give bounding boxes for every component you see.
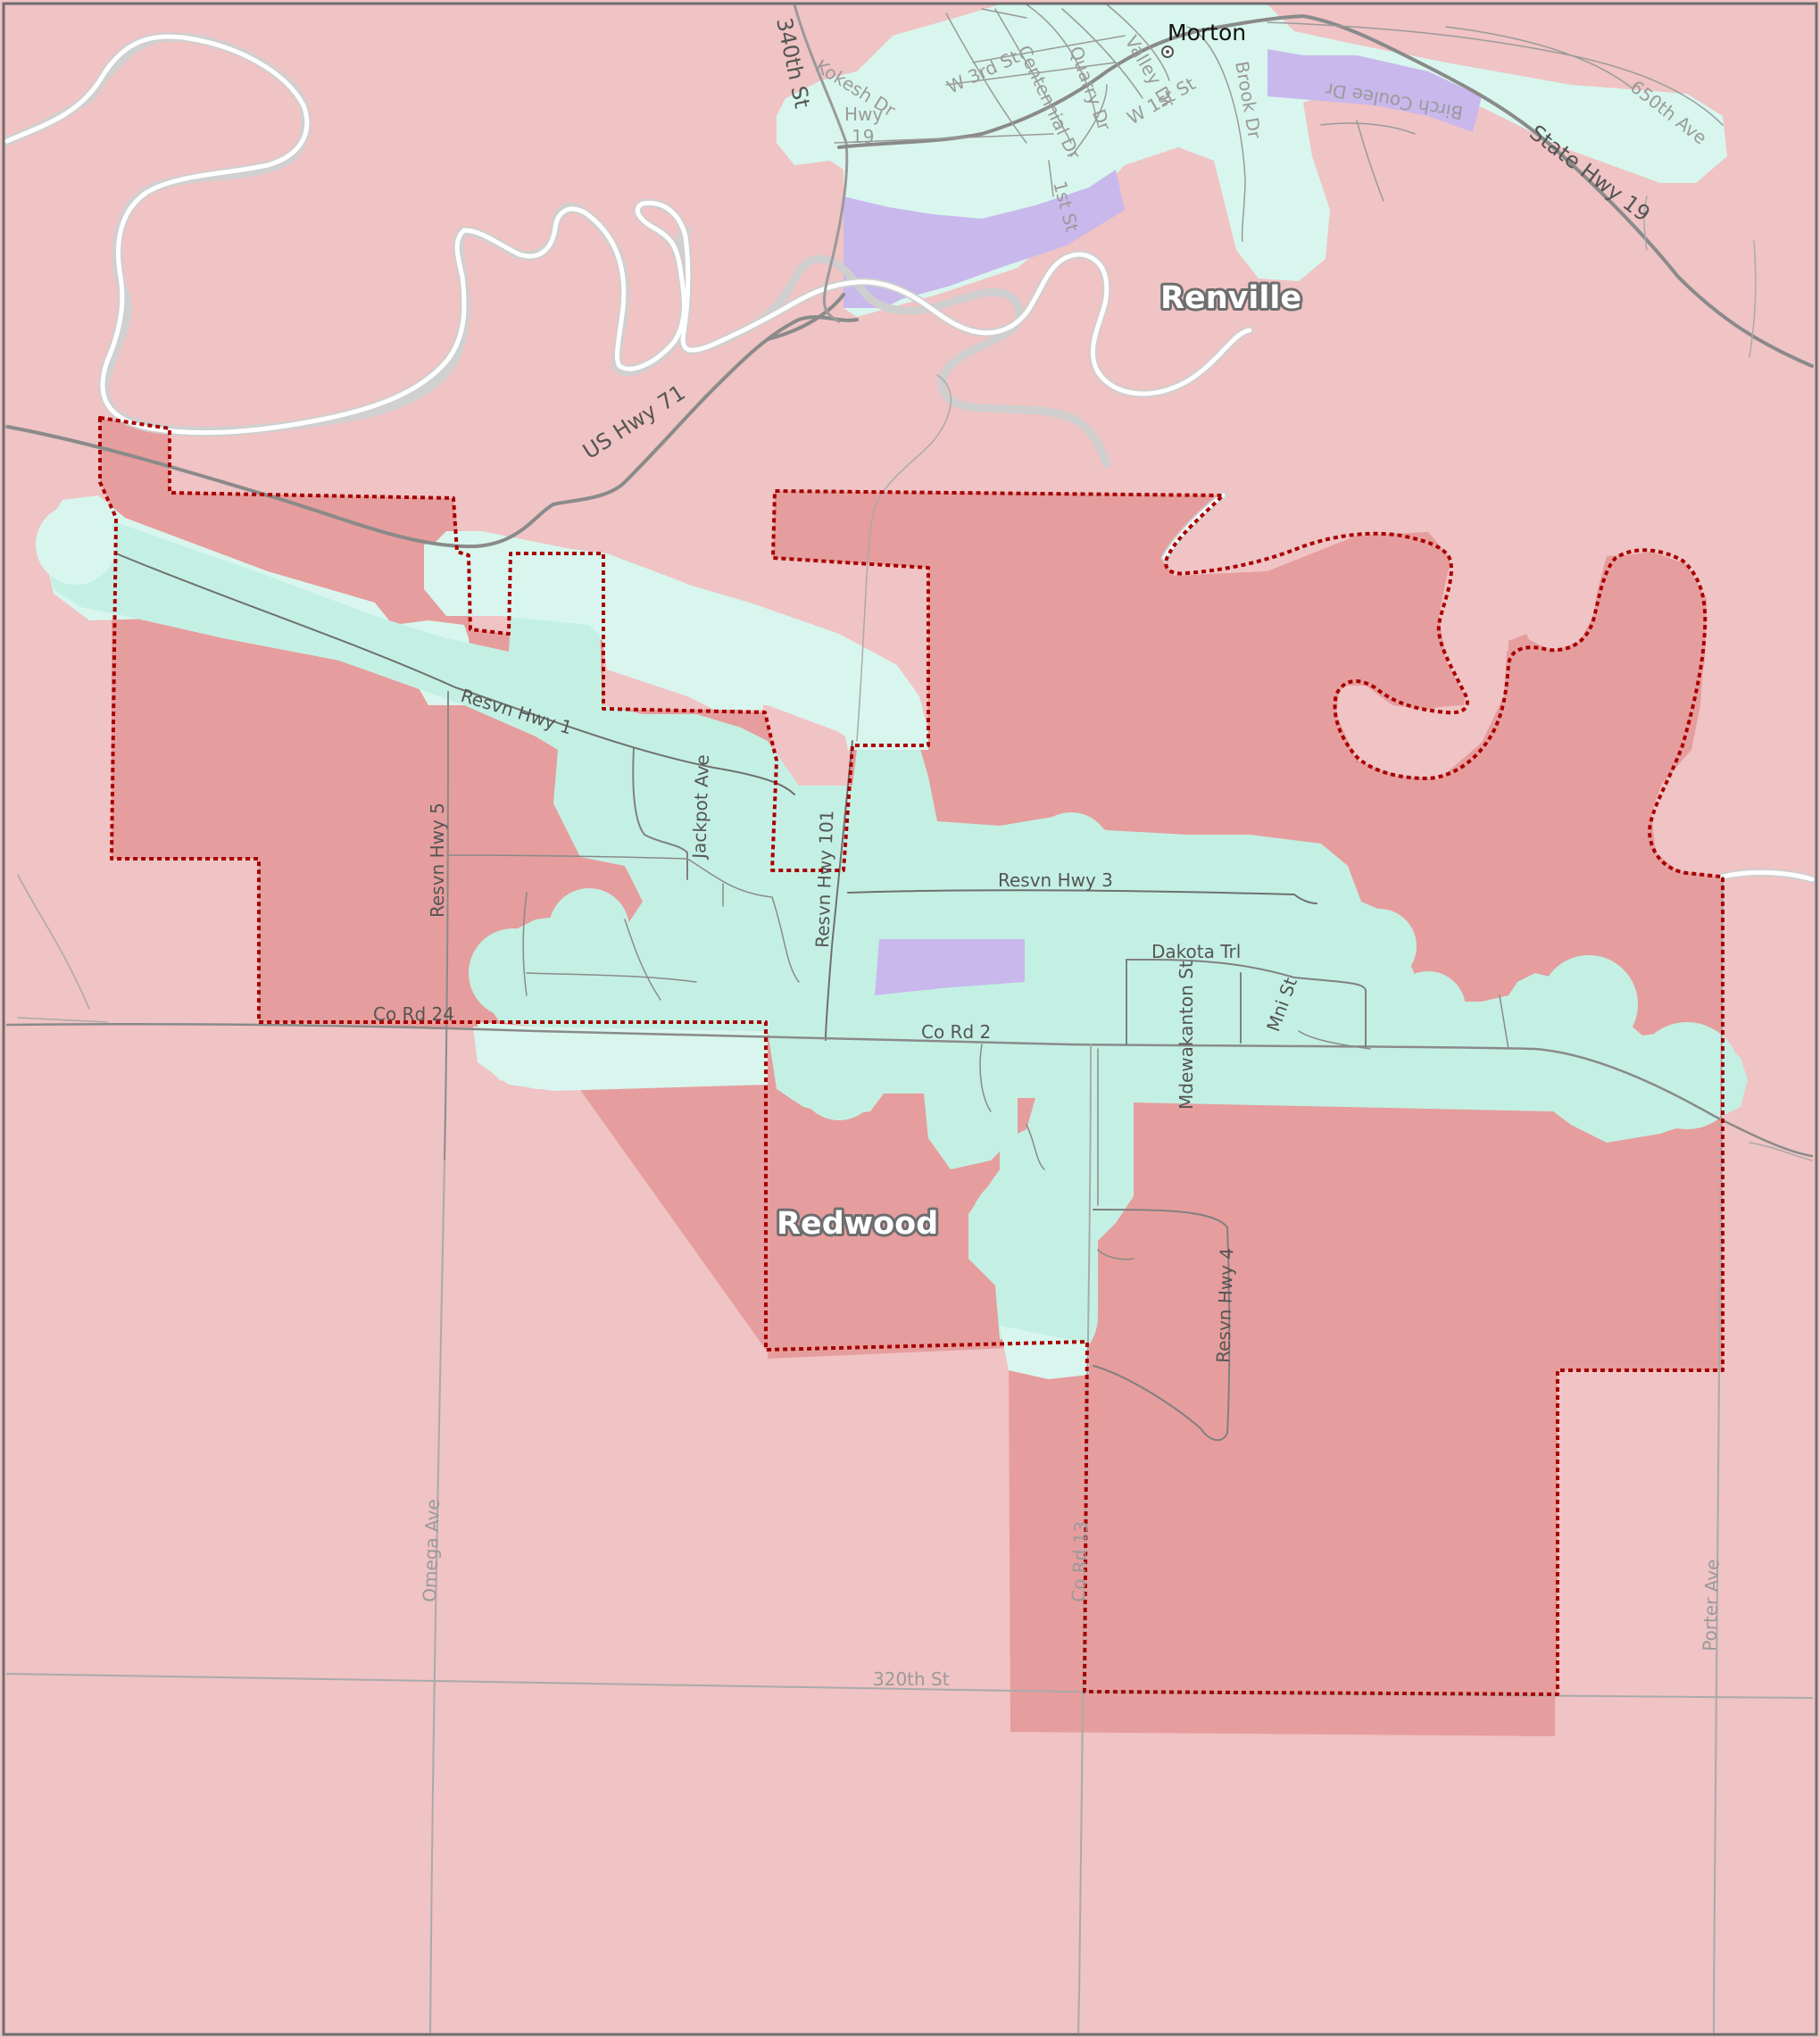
label-porter-ave: Porter Ave bbox=[1699, 1559, 1724, 1651]
buffer-knob-4 bbox=[1540, 955, 1638, 1053]
pond-central bbox=[875, 939, 1025, 995]
buffer-knob-10 bbox=[549, 888, 629, 969]
buffer-knob-7 bbox=[928, 1067, 1018, 1156]
buffer-knob-6 bbox=[799, 1040, 879, 1120]
water-bodies bbox=[844, 49, 1482, 995]
state-hwy-19-road bbox=[837, 14, 1814, 368]
co-rd-13-road bbox=[1077, 1044, 1092, 2036]
buffer-knob-11 bbox=[469, 928, 558, 1018]
label-resvn-hwy-4: Resvn Hwy 4 bbox=[1212, 1248, 1237, 1364]
buffer-inner bbox=[45, 522, 1748, 1366]
buffer-inner-main bbox=[45, 522, 1748, 1348]
label-redwood: Redwood bbox=[777, 1206, 938, 1242]
label-resvn-hwy-5: Resvn Hwy 5 bbox=[427, 803, 448, 918]
morton-streets bbox=[834, 4, 1724, 242]
buffer-knob-2 bbox=[1342, 909, 1417, 984]
county-line-east-segments bbox=[704, 254, 1111, 469]
resvn-hwy-5-road bbox=[444, 691, 449, 1161]
buffer-light-west-cap bbox=[36, 504, 116, 585]
lake-northeast bbox=[1267, 49, 1482, 132]
buffer-knob-3 bbox=[1391, 971, 1466, 1046]
boundary-west bbox=[98, 416, 1724, 1696]
resvn-hwy-4-road bbox=[1093, 1209, 1231, 1442]
label-co-rd-13: Co Rd 13 bbox=[1068, 1520, 1092, 1602]
buffer-knob-5 bbox=[1633, 1022, 1741, 1129]
label-omega-ave: Omega Ave bbox=[419, 1499, 444, 1602]
co-rd-2-road bbox=[5, 1023, 1814, 1158]
lake-north bbox=[844, 170, 1125, 308]
buffer-light-south-cap bbox=[1000, 1326, 1089, 1379]
mdewakanton-st-road bbox=[1126, 959, 1152, 1045]
label-320th-st: 320th St bbox=[873, 1668, 950, 1690]
label-co-rd-24: Co Rd 24 bbox=[373, 1003, 454, 1025]
label-dakota-trl: Dakota Trl bbox=[1151, 941, 1241, 962]
resvn-hwy-1-road bbox=[115, 553, 795, 795]
label-resvn-hwy-3: Resvn Hwy 3 bbox=[998, 869, 1113, 891]
omega-ave-road bbox=[429, 1160, 445, 2036]
label-resvn-hwy-101: Resvn Hwy 101 bbox=[811, 810, 837, 948]
buffer-light-patches bbox=[36, 504, 1089, 1379]
label-hwy: Hwy bbox=[844, 104, 883, 125]
county-line-east-case bbox=[704, 254, 1111, 469]
road-320th-st bbox=[6, 1673, 1813, 1699]
reservation-boundary bbox=[98, 416, 1724, 1696]
roads bbox=[5, 3, 1814, 2036]
resvn-hwy-3-road bbox=[847, 889, 1317, 904]
label-renville: Renville bbox=[1160, 280, 1301, 316]
county-line-drawn bbox=[3, 32, 1254, 437]
resvn-hwy-101-road bbox=[825, 740, 853, 1041]
label-hwy-19: 19 bbox=[852, 126, 874, 147]
label-mdewakanton-st: Mdewakanton St bbox=[1176, 961, 1197, 1110]
morton-marker[interactable] bbox=[1161, 46, 1174, 58]
jackpot-ave-road bbox=[632, 747, 688, 880]
reservation-south bbox=[766, 1036, 1723, 1694]
dakota-trl-road bbox=[1151, 959, 1367, 1047]
us-hwy-71-road bbox=[5, 293, 859, 549]
label-morton: Morton bbox=[1168, 20, 1246, 46]
morton-point-dot bbox=[1166, 50, 1169, 54]
county-line-drawn-line bbox=[4, 34, 1252, 435]
buffer-knob-8 bbox=[968, 1169, 1093, 1294]
buffer-light-west-strip bbox=[473, 1027, 768, 1091]
local-roads bbox=[447, 854, 1509, 1260]
road-340th-st bbox=[793, 3, 849, 323]
buffer-light-north-strip bbox=[424, 536, 928, 750]
buffer-knob-1 bbox=[1031, 812, 1111, 893]
label-jackpot-ave: Jackpot Ave bbox=[688, 754, 713, 861]
label-co-rd-2: Co Rd 2 bbox=[921, 1021, 991, 1043]
